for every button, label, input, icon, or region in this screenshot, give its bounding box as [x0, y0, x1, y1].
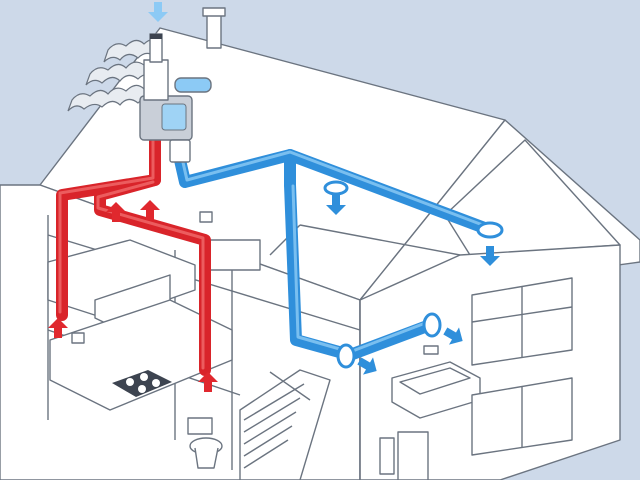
- staircase: [239, 369, 331, 480]
- extract-arrow-bathroom: [198, 372, 218, 392]
- bathroom-toilet: [187, 417, 223, 469]
- supply-vent-caps: [323, 180, 504, 369]
- extract-arrow-hall: [106, 202, 126, 222]
- airflow-arrows: [48, 2, 500, 392]
- window-lower: [471, 377, 573, 456]
- kitchen-cabinet: [204, 239, 261, 271]
- extract-ducts: [56, 126, 211, 376]
- outdoor-intake-arrow: [148, 2, 168, 22]
- heat-recovery-unit: [139, 33, 212, 163]
- chimney: [202, 7, 226, 49]
- sofa: [391, 361, 481, 419]
- kitchen-counter: [47, 239, 233, 411]
- supply-arrow-living: [443, 327, 463, 345]
- wall-sockets: [71, 211, 439, 355]
- supply-ducts: [174, 149, 496, 361]
- door: [379, 431, 429, 480]
- supply-arrow-landing: [326, 195, 346, 215]
- window-upper: [471, 277, 573, 366]
- extract-arrow-utility: [140, 200, 160, 220]
- supply-arrow-lounge: [357, 357, 377, 375]
- extract-arrow-kitchen: [48, 318, 68, 338]
- supply-arrow-bedroom: [480, 246, 500, 266]
- kitchen-hob: [112, 370, 172, 397]
